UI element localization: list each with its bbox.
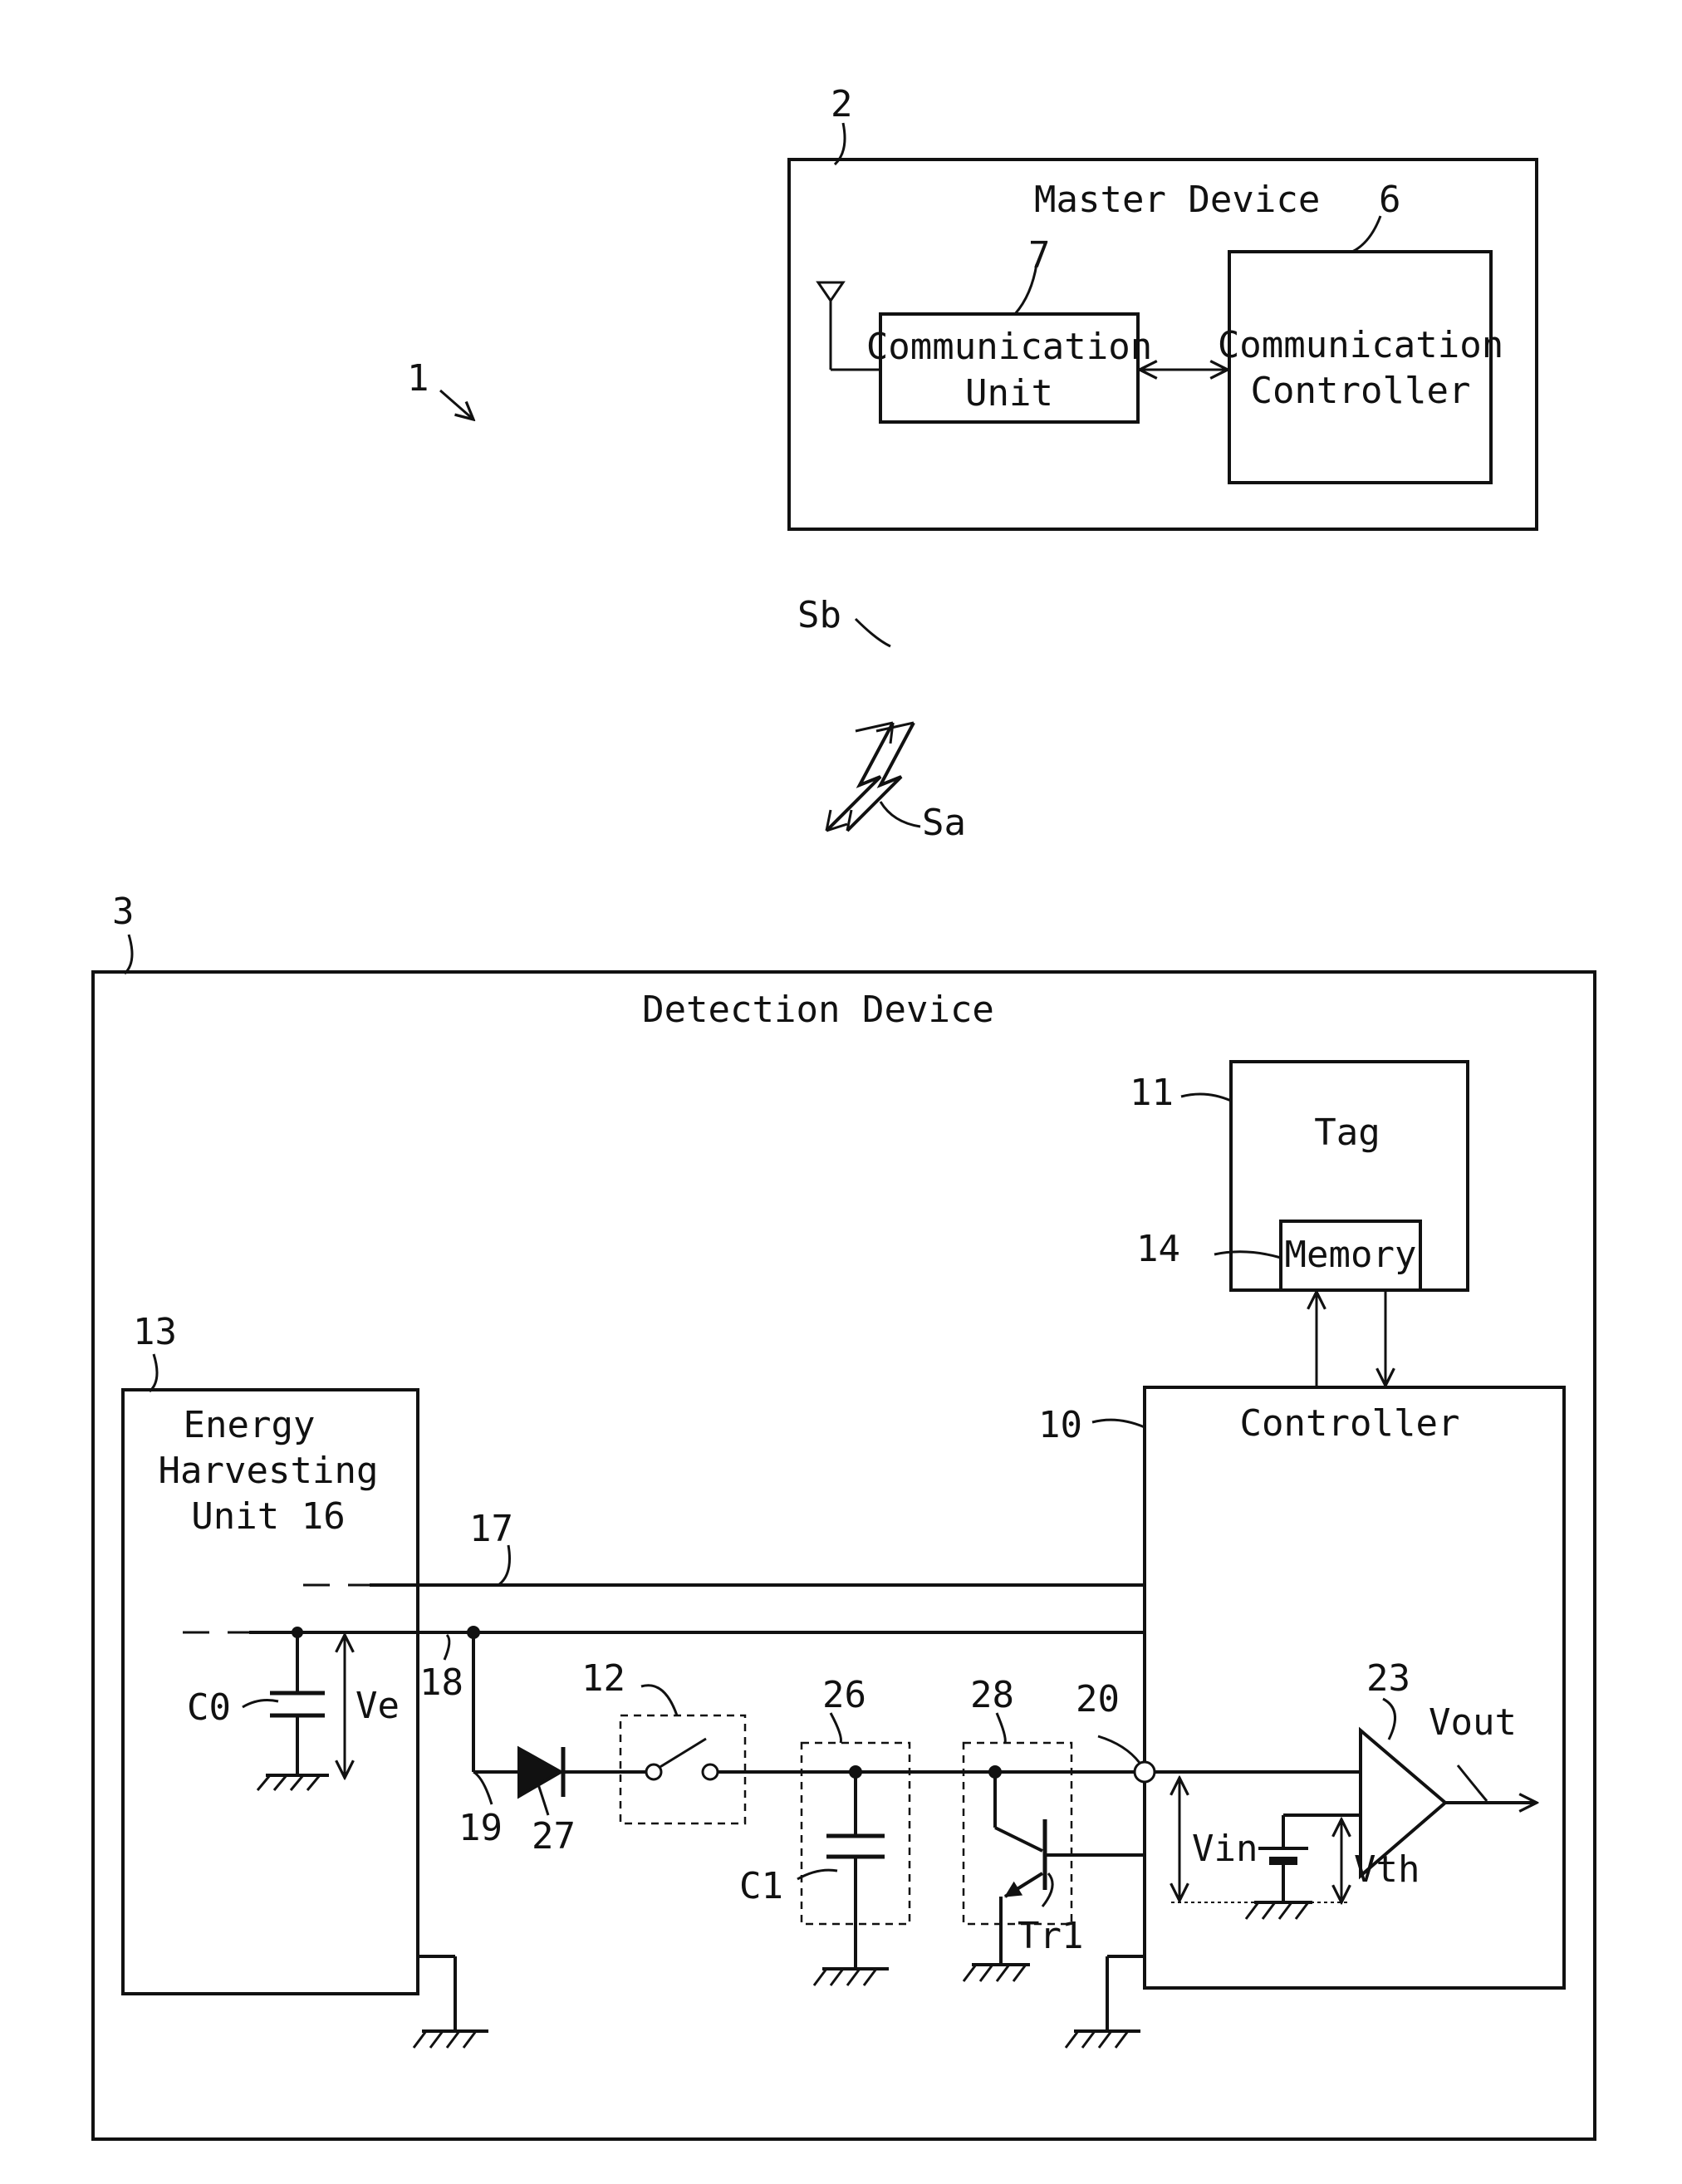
controller-box (1145, 1387, 1564, 1988)
node-c0 (292, 1627, 302, 1637)
controller-ref-label: 10 (1038, 1404, 1082, 1446)
memory-label: Memory (1285, 1234, 1417, 1276)
input-node-20-leader (1098, 1736, 1140, 1763)
line-17-leader (498, 1545, 510, 1585)
line-17-label: 17 (469, 1508, 513, 1550)
capacitor-block-26-leader (831, 1713, 841, 1743)
energy-harvesting-label-2: Harvesting (159, 1450, 379, 1492)
transistor-tr1-label: Tr1 (1018, 1915, 1083, 1957)
diode-27-ref-label: 27 (532, 1815, 576, 1858)
vth-reference-symbol (1246, 1815, 1361, 1919)
switch-12-symbol (646, 1739, 718, 1779)
line-18-leader (444, 1635, 449, 1660)
comparator-23-ref-label: 23 (1366, 1657, 1410, 1700)
energy-harvesting-label-3: Unit 16 (191, 1495, 345, 1538)
energy-harvesting-ref-label: 13 (133, 1311, 177, 1353)
output-vout-leader (1458, 1765, 1487, 1801)
signal-sa-label: Sa (922, 802, 966, 844)
capacitor-c0-label: C0 (187, 1686, 231, 1729)
voltage-ve-label: Ve (356, 1685, 400, 1727)
communication-unit-label-1: Communication (866, 326, 1152, 368)
ground-controller (1066, 1956, 1145, 2048)
transistor-block-28-leader (997, 1713, 1005, 1743)
capacitor-c0-leader (243, 1701, 278, 1707)
capacitor-c1-symbol (814, 1772, 889, 1985)
detection-device-leader (125, 935, 132, 974)
tag-leader (1181, 1094, 1231, 1101)
signal-sb-leader (856, 619, 890, 646)
system-ref-arrow (440, 390, 473, 420)
signal-sb-label: Sb (797, 594, 841, 636)
switch-12-ref-label: 12 (581, 1657, 625, 1700)
capacitor-c1-label: C1 (739, 1865, 783, 1907)
transistor-block-28-ref-label: 28 (970, 1674, 1014, 1716)
signal-sa-leader (880, 802, 920, 827)
line-19-leader (473, 1772, 492, 1804)
comparator-23-leader (1383, 1699, 1395, 1740)
voltage-vth-label: Vth (1354, 1848, 1420, 1891)
wireless-signal-icon (826, 723, 914, 831)
switch-12-leader (641, 1686, 677, 1715)
communication-controller-label-2: Controller (1251, 370, 1471, 412)
master-device-title: Master Device (1034, 179, 1320, 221)
voltage-vin-label: Vin (1192, 1828, 1258, 1870)
memory-leader (1214, 1252, 1281, 1258)
line-19-label: 19 (459, 1807, 503, 1849)
communication-unit-ref-label: 7 (1028, 234, 1051, 277)
capacitor-block-26-ref-label: 26 (822, 1674, 866, 1716)
energy-harvesting-label-1: Energy (184, 1404, 316, 1446)
communication-controller-box (1229, 252, 1491, 483)
input-node-20-ref-label: 20 (1076, 1678, 1120, 1720)
tag-label: Tag (1314, 1112, 1380, 1154)
line-18-label: 18 (419, 1661, 463, 1704)
detection-device-title: Detection Device (642, 989, 994, 1031)
detection-device-ref-label: 3 (112, 891, 135, 933)
communication-controller-label-1: Communication (1218, 324, 1503, 366)
capacitor-c1-leader (797, 1870, 837, 1879)
input-node-20 (1135, 1762, 1155, 1782)
system-ref-label: 1 (407, 357, 429, 400)
master-device-ref-label: 2 (831, 83, 853, 125)
transistor-block-28 (964, 1743, 1071, 1924)
energy-harvesting-leader (150, 1354, 157, 1391)
diode-27-leader (538, 1784, 548, 1815)
switch-12-box (620, 1715, 745, 1823)
output-vout-label: Vout (1429, 1701, 1517, 1744)
controller-leader (1092, 1420, 1145, 1427)
ground-harvest (414, 1956, 488, 2048)
communication-controller-ref-label: 6 (1379, 179, 1401, 221)
communication-controller-leader (1352, 216, 1380, 252)
tag-ref-label: 11 (1130, 1072, 1174, 1114)
communication-unit-label-2: Unit (965, 372, 1053, 415)
controller-label: Controller (1240, 1402, 1460, 1445)
memory-ref-label: 14 (1136, 1228, 1180, 1270)
capacitor-c0-symbol (257, 1632, 329, 1790)
